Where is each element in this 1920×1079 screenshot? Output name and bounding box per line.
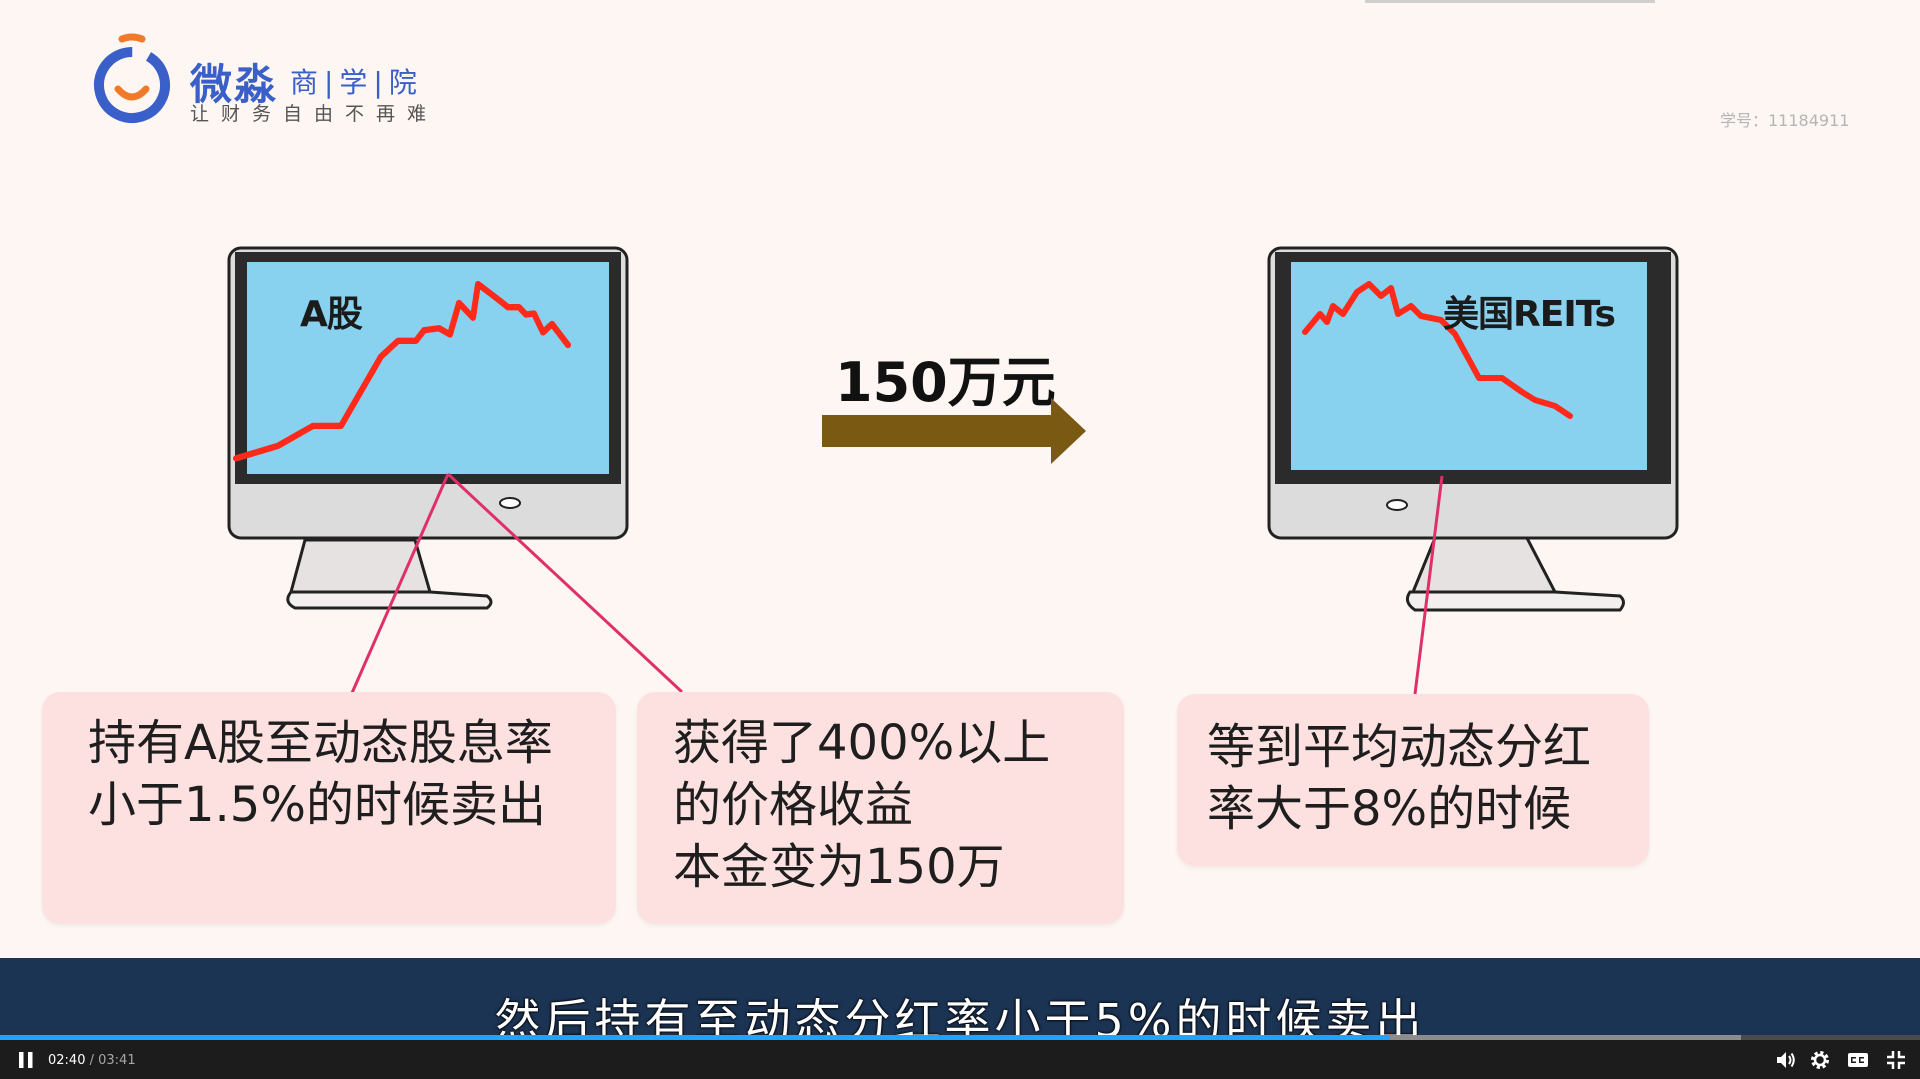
card-line: 率大于8%的时候	[1207, 781, 1572, 837]
callout-connectors	[350, 472, 1444, 695]
settings-icon[interactable]	[1808, 1048, 1832, 1072]
volume-icon[interactable]	[1774, 1048, 1798, 1072]
callout-price-gain: 获得了400%以上 的价格收益 本金变为150万	[637, 692, 1124, 924]
logo-ring-icon	[94, 33, 170, 123]
right-arrow-icon	[822, 398, 1086, 464]
exit-fullscreen-icon[interactable]	[1884, 1048, 1908, 1072]
callout-sell-a-shares: 持有A股至动态股息率 小于1.5%的时候卖出	[42, 692, 616, 924]
time-display: 02:40 / 03:41	[48, 1053, 136, 1068]
brand-logo: 微淼 商|学|院 让财务自由不再难	[90, 33, 450, 129]
card-line: 获得了400%以上	[673, 715, 1051, 771]
current-time: 02:40	[48, 1053, 86, 1068]
logo-subtitle: 商|学|院	[290, 66, 423, 99]
card-line: 小于1.5%的时候卖出	[88, 777, 546, 833]
chart-line-left	[233, 280, 571, 462]
progress-bar[interactable]	[0, 1035, 1920, 1040]
logo-slogan: 让财务自由不再难	[190, 103, 439, 125]
video-frame[interactable]: 微淼 商|学|院 让财务自由不再难 学号：11184911 A股 150万元 美…	[0, 0, 1920, 958]
subtitle-bar	[0, 958, 1920, 1038]
top-tab-indicator	[1365, 0, 1655, 3]
card-line: 本金变为150万	[673, 839, 1005, 895]
progress-played	[0, 1035, 1391, 1040]
screen-label-us-reits: 美国REITs	[1443, 294, 1616, 335]
chart-line-right	[1302, 281, 1573, 419]
pause-icon[interactable]	[14, 1048, 38, 1072]
card-line: 等到平均动态分红	[1207, 719, 1592, 775]
total-time: 03:41	[98, 1053, 136, 1068]
screen-right	[1291, 262, 1647, 470]
captions-icon[interactable]	[1846, 1048, 1870, 1072]
card-line: 持有A股至动态股息率	[88, 715, 553, 771]
logo-name: 微淼	[190, 60, 279, 109]
card-line: 的价格收益	[673, 777, 914, 833]
monitor-left	[227, 246, 629, 610]
player-controls: 02:40 / 03:41	[0, 1040, 1920, 1079]
screen-left	[247, 262, 609, 474]
screen-label-a-shares: A股	[300, 294, 363, 335]
amount-label: 150万元	[835, 351, 1056, 414]
monitor-right	[1267, 246, 1679, 612]
student-id-watermark: 学号：11184911	[1720, 111, 1850, 130]
callout-wait-reits: 等到平均动态分红 率大于8%的时候	[1177, 694, 1649, 866]
time-separator: /	[85, 1053, 99, 1068]
